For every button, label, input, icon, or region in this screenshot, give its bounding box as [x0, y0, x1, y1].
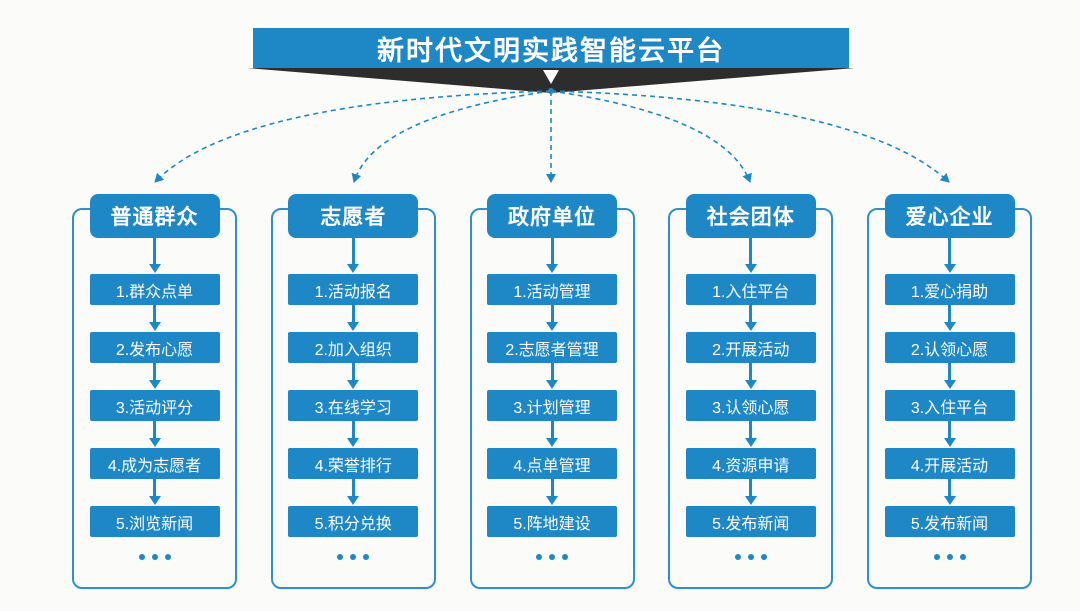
- step-item: 2.发布心愿: [89, 332, 220, 363]
- down-arrow-icon: [749, 421, 753, 439]
- more-dots-icon: [933, 554, 966, 560]
- step-item: 5.积分兑换: [288, 506, 419, 537]
- down-arrow-icon: [351, 238, 355, 265]
- step-item: 2.认领心愿: [884, 332, 1015, 363]
- down-arrow-icon: [948, 238, 951, 265]
- role-column-social-group: 社会团体 1.入住平台 2.开展活动 3.认领心愿 4.资源申请 5.发布新闻: [668, 194, 834, 589]
- down-arrow-icon: [948, 363, 951, 381]
- role-column-government: 政府单位 1.活动管理 2.志愿者管理 3.计划管理 4.点单管理 5.阵地建设: [469, 194, 635, 589]
- dot: [350, 554, 357, 560]
- connector-curve-5: [550, 90, 950, 183]
- down-arrow-icon: [351, 421, 355, 439]
- step-item: 4.点单管理: [487, 448, 617, 479]
- more-dots-icon: [337, 554, 370, 560]
- role-header: 爱心企业: [884, 194, 1015, 238]
- step-item: 5.发布新闻: [884, 506, 1015, 537]
- step-item: 3.入住平台: [884, 390, 1015, 421]
- role-column-public: 普通群众 1.群众点单 2.发布心愿 3.活动评分 4.成为志愿者 5.浏览新闻: [72, 194, 237, 589]
- down-arrow-icon: [550, 238, 554, 265]
- step-item: 3.在线学习: [288, 390, 419, 421]
- dot: [760, 554, 767, 560]
- hub-dot: [548, 88, 554, 94]
- down-arrow-icon: [351, 305, 355, 323]
- more-dots-icon: [734, 554, 767, 560]
- role-header: 志愿者: [288, 194, 419, 238]
- step-item: 2.开展活动: [685, 332, 816, 363]
- role-header: 政府单位: [487, 194, 617, 238]
- step-item: 3.活动评分: [89, 390, 220, 421]
- down-arrow-icon: [749, 479, 753, 497]
- role-header: 社会团体: [685, 194, 816, 238]
- dot: [562, 554, 568, 560]
- down-arrow-icon: [550, 421, 554, 439]
- down-arrow-icon: [749, 238, 753, 265]
- role-column-volunteer: 志愿者 1.活动报名 2.加入组织 3.在线学习 4.荣誉排行 5.积分兑换: [270, 194, 436, 589]
- dot: [536, 554, 542, 560]
- down-arrow-icon: [153, 238, 156, 265]
- step-item: 1.入住平台: [685, 274, 816, 305]
- dot: [363, 554, 370, 560]
- step-item: 2.志愿者管理: [487, 332, 617, 363]
- down-arrow-icon: [153, 421, 156, 439]
- dot: [337, 554, 344, 560]
- more-dots-icon: [138, 554, 171, 560]
- role-column-enterprise: 爱心企业 1.爱心捐助 2.认领心愿 3.入住平台 4.开展活动 5.发布新闻: [867, 194, 1032, 589]
- step-item: 2.加入组织: [288, 332, 419, 363]
- step-item: 4.荣誉排行: [288, 448, 419, 479]
- down-arrow-icon: [948, 479, 951, 497]
- step-item: 1.群众点单: [89, 274, 220, 305]
- down-arrow-icon: [749, 305, 753, 323]
- down-arrow-icon: [550, 363, 554, 381]
- connector-curve-1: [154, 90, 552, 183]
- down-arrow-icon: [153, 479, 156, 497]
- dot: [138, 554, 145, 560]
- connector-curve-4: [550, 90, 752, 183]
- step-item: 1.活动管理: [487, 274, 617, 305]
- down-arrow-icon: [351, 479, 355, 497]
- ribbon-down-arrow-icon: [543, 70, 559, 84]
- down-arrow-icon: [948, 305, 951, 323]
- step-item: 5.阵地建设: [487, 506, 617, 537]
- connector-curve-2: [351, 90, 552, 183]
- step-item: 3.认领心愿: [685, 390, 816, 421]
- step-item: 4.成为志愿者: [89, 448, 220, 479]
- dot: [959, 554, 966, 560]
- dot: [734, 554, 741, 560]
- step-item: 1.爱心捐助: [884, 274, 1015, 305]
- dot: [164, 554, 171, 560]
- step-item: 3.计划管理: [487, 390, 617, 421]
- dot: [747, 554, 754, 560]
- role-columns: 普通群众 1.群众点单 2.发布心愿 3.活动评分 4.成为志愿者 5.浏览新闻…: [72, 194, 1032, 589]
- dot: [549, 554, 555, 560]
- role-header: 普通群众: [89, 194, 220, 238]
- dot: [151, 554, 158, 560]
- step-item: 4.开展活动: [884, 448, 1015, 479]
- step-item: 5.发布新闻: [685, 506, 816, 537]
- down-arrow-icon: [948, 421, 951, 439]
- dot: [946, 554, 953, 560]
- down-arrow-icon: [153, 305, 156, 323]
- down-arrow-icon: [153, 363, 156, 381]
- platform-title: 新时代文明实践智能云平台: [377, 35, 725, 66]
- step-item: 4.资源申请: [685, 448, 816, 479]
- step-item: 1.活动报名: [288, 274, 419, 305]
- down-arrow-icon: [550, 305, 554, 323]
- down-arrow-icon: [550, 479, 554, 497]
- step-item: 5.浏览新闻: [89, 506, 220, 537]
- more-dots-icon: [536, 554, 568, 560]
- platform-title-banner: 新时代文明实践智能云平台: [253, 28, 849, 68]
- down-arrow-icon: [749, 363, 753, 381]
- down-arrow-icon: [351, 363, 355, 381]
- dot: [933, 554, 940, 560]
